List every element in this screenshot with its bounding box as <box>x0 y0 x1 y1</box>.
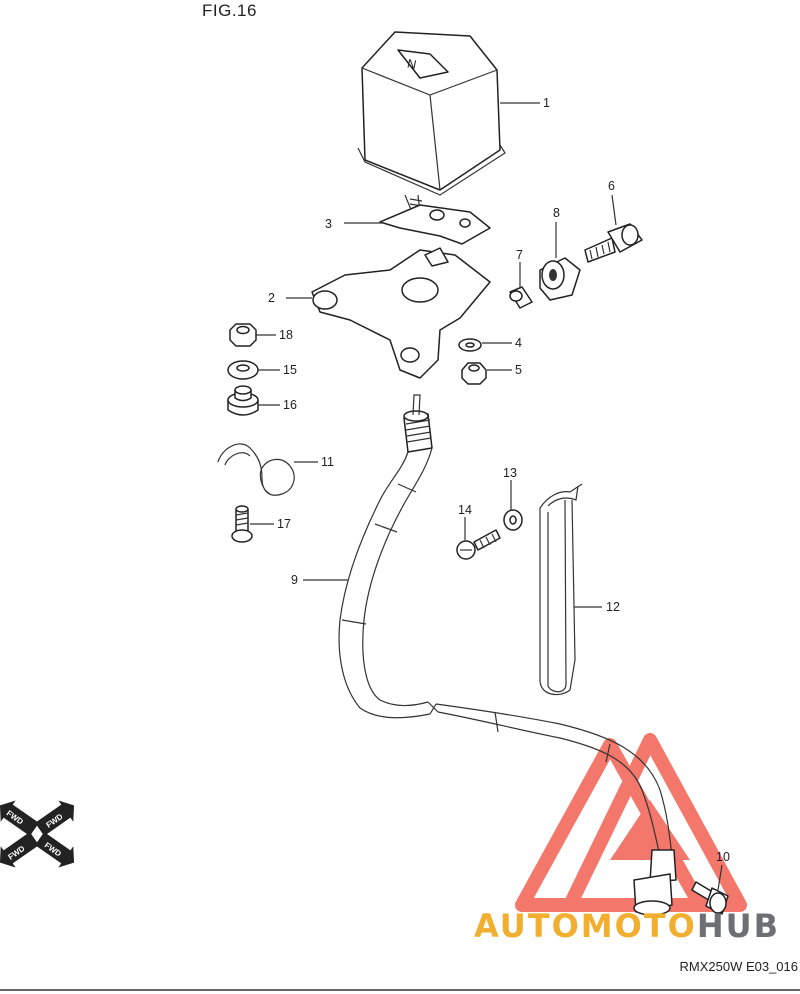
callout-18: 18 <box>279 328 293 342</box>
callout-6: 6 <box>608 179 615 193</box>
part-8-grommet <box>539 257 581 301</box>
brand-part-1: AUTOMOTO <box>474 907 697 945</box>
fwd-badge-upleft: FWD <box>0 800 39 837</box>
svg-text:N: N <box>406 56 418 72</box>
fwd-badge-upright: FWD <box>35 800 75 837</box>
callout-8: 8 <box>553 206 560 220</box>
callout-9: 9 <box>291 573 298 587</box>
callout-2: 2 <box>268 291 275 305</box>
part-6-bolt <box>584 223 643 263</box>
callout-14: 14 <box>458 503 472 517</box>
part-5-nut <box>461 362 487 385</box>
figure-code: RMX250W E03_016 <box>679 959 798 974</box>
fwd-direction-badges: FWD FWD FWD FWD <box>0 800 75 868</box>
callout-12: 12 <box>606 600 620 614</box>
figure-title: FIG.16 <box>202 1 257 20</box>
callout-4: 4 <box>515 336 522 350</box>
fwd-badge-downleft: FWD <box>0 831 39 868</box>
part-1-meter: N <box>357 31 506 213</box>
callout-numbers: 1 2 3 4 5 6 7 8 9 10 11 12 13 14 15 16 1… <box>268 96 730 864</box>
watermark-brand-text: AUTOMOTOHUB <box>474 910 780 942</box>
part-18-nut <box>229 323 257 347</box>
callout-5: 5 <box>515 363 522 377</box>
part-13-washer <box>503 509 523 531</box>
part-7-collar <box>509 286 533 309</box>
leader-lines <box>250 102 723 891</box>
part-10-bolt <box>691 881 729 915</box>
callout-15: 15 <box>283 363 297 377</box>
callout-3: 3 <box>325 217 332 231</box>
part-3-plate <box>379 204 491 245</box>
fwd-badge-downright: FWD <box>35 831 75 868</box>
brand-part-2: HUB <box>696 907 781 945</box>
part-2-bracket <box>311 247 491 379</box>
callout-13: 13 <box>503 466 517 480</box>
part-16-bushing <box>227 385 259 416</box>
callout-16: 16 <box>283 398 297 412</box>
callout-11: 11 <box>321 455 334 469</box>
callout-7: 7 <box>516 248 523 262</box>
part-12-band <box>539 483 583 696</box>
callout-10: 10 <box>716 850 730 864</box>
part-14-screw <box>456 529 501 560</box>
callout-17: 17 <box>277 517 291 531</box>
part-9-cable <box>338 394 677 916</box>
watermark-logo <box>515 733 747 912</box>
part-4-washer <box>458 338 482 352</box>
part-11-clip <box>217 443 295 496</box>
part-15-washer <box>227 360 259 380</box>
callout-1: 1 <box>543 96 550 110</box>
part-17-screw <box>231 505 253 543</box>
